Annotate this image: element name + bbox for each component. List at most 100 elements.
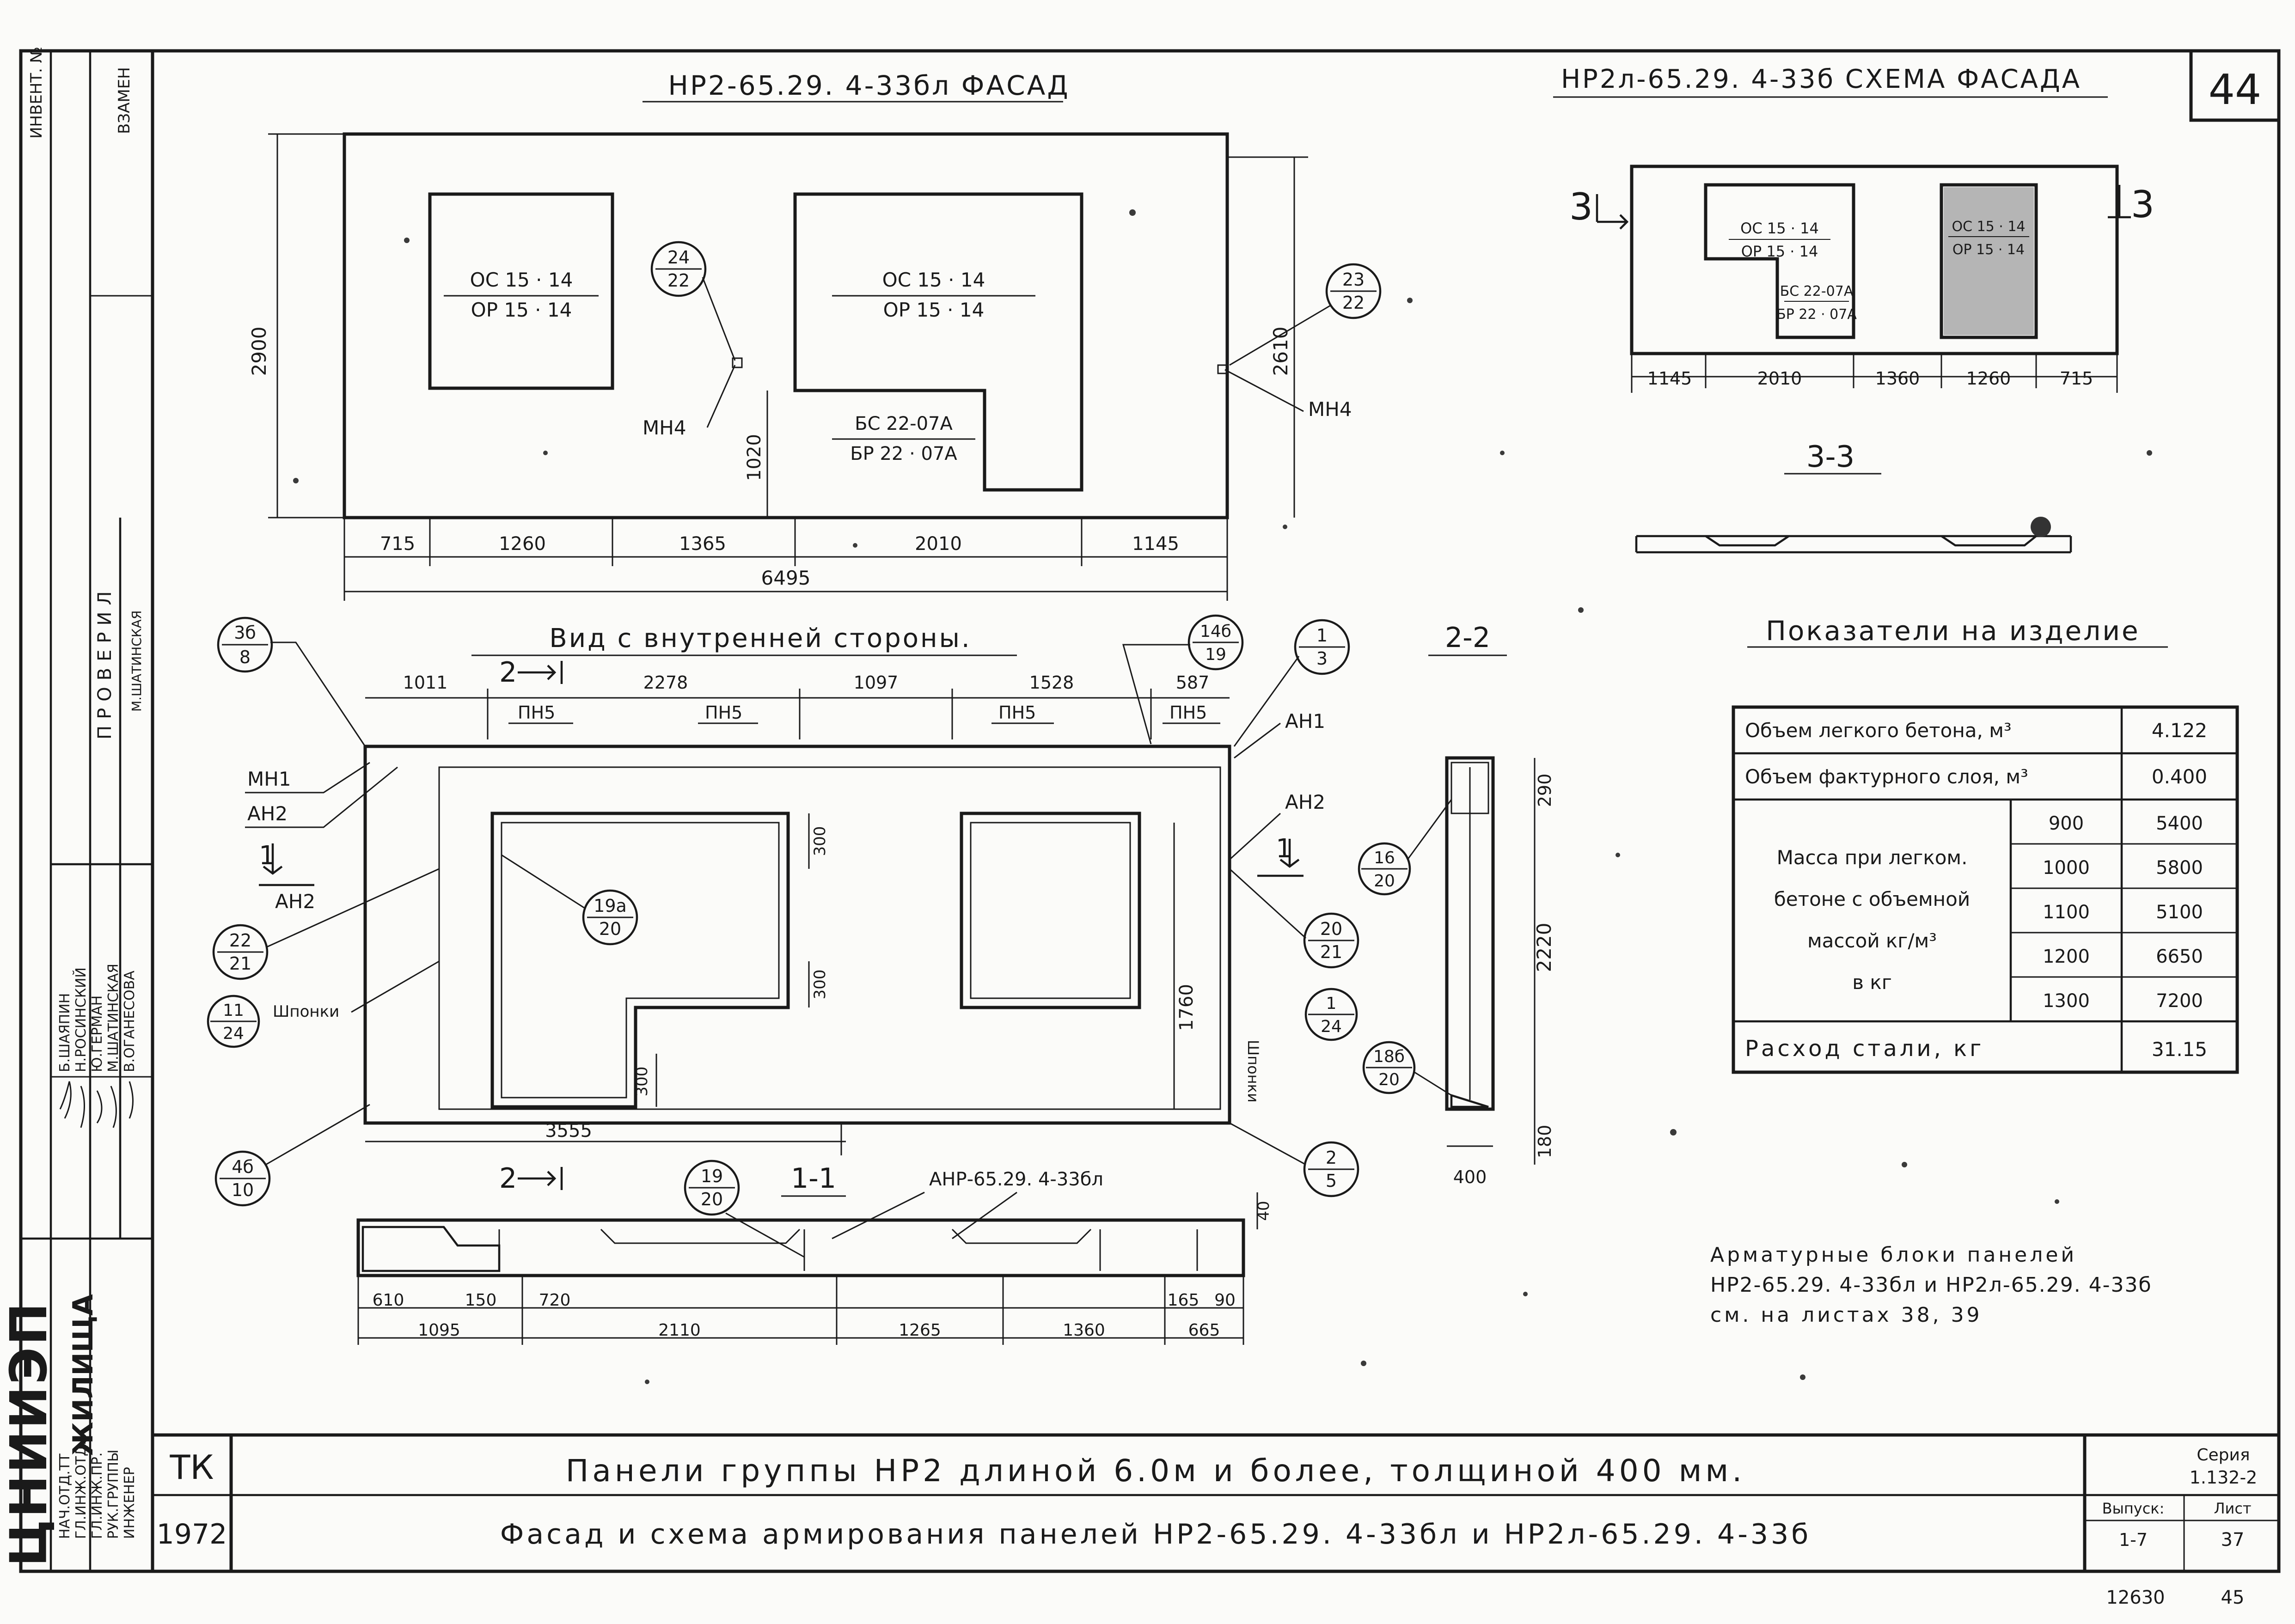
facade-window-1-top: ОС 15 · 14	[470, 269, 573, 291]
scheme-dim-4: 715	[2060, 368, 2093, 389]
stamp-name-2: Ю.ГЕРМАН	[89, 995, 105, 1072]
callout-c4-top: 22	[229, 930, 251, 951]
section-22-dim-1: 2220	[1533, 923, 1555, 972]
callout-c3: 1 3	[1233, 619, 1350, 747]
callout-c2: 14б 19	[1122, 614, 1244, 745]
section-11-dim-top-0: 610	[373, 1291, 404, 1310]
leader-line	[706, 365, 736, 428]
stamp-name-4: В.ОГАНЕСОВА	[122, 971, 138, 1072]
callout-c4-bottom: 21	[229, 953, 251, 974]
callout-c7: 19а 20	[501, 854, 638, 946]
callout-c10-top: 2	[1326, 1148, 1337, 1168]
scheme-door-a-bottom: БР 22 · 07А	[1776, 306, 1857, 323]
inner-pn-1: ПН5	[705, 702, 742, 723]
callout-a	[650, 241, 707, 297]
facade-dim-door: 1020	[744, 434, 765, 481]
section-11-dim-top-4: 90	[1214, 1291, 1236, 1310]
callout-b	[1325, 263, 1382, 319]
logo-text: ЦНИИЭП	[0, 1301, 58, 1567]
inner-cut2-top: 2	[499, 656, 517, 689]
inner-dim-top-3: 1528	[1029, 672, 1074, 693]
inner-cut2-bottom: 2	[499, 1162, 517, 1195]
facade-panel	[343, 132, 1229, 519]
cut-arrow	[2108, 185, 2131, 219]
callout-c5-top: 11	[223, 1001, 244, 1020]
callout-c7-bottom: 20	[599, 919, 621, 939]
inner-left-an2-b: АН2	[275, 890, 315, 913]
scheme-dim-3: 1260	[1966, 368, 2011, 389]
callout-c2-bottom: 19	[1205, 645, 1226, 664]
stamp-role-4: ИНЖЕНЕР	[122, 1467, 138, 1539]
inner-dim-top-4: 587	[1176, 672, 1210, 693]
cut-arrow	[518, 661, 563, 684]
inner-dim-top-0: 1011	[403, 672, 448, 693]
facade-dim-bottom-0: 715	[380, 533, 415, 555]
mass-value-1: 5800	[2156, 857, 2203, 879]
stamp-replace-label: ВЗАМЕН	[115, 67, 134, 134]
mass-density-2: 1100	[2043, 902, 2090, 923]
section-11-dim-bottom-1: 2110	[658, 1321, 701, 1340]
facade-left-mark: МН4	[643, 416, 686, 439]
inner-dim-vert-1: 300	[811, 970, 829, 1000]
sheet-label: Лист	[2214, 1500, 2251, 1517]
inner-pn-0: ПН5	[518, 702, 555, 723]
sheet-number-box	[2189, 49, 2281, 122]
mass-density-0: 900	[2049, 813, 2084, 834]
callout-22a: 16 20	[1358, 799, 1452, 896]
scheme-window-b	[1940, 183, 2038, 339]
indicators-title: Показатели на изделие	[1766, 615, 2140, 647]
section-22-dim-0: 290	[1535, 774, 1555, 807]
cut-arrow	[1596, 194, 1629, 230]
facade-dim-bottom-3: 2010	[915, 533, 962, 555]
inner-panel	[363, 745, 1231, 1125]
leader-line	[1224, 369, 1304, 412]
inner-pn-2: ПН5	[998, 702, 1036, 723]
callout-c2-top: 14б	[1200, 622, 1231, 641]
stamp-role-2: ГЛ.ИНЖ.ПР.	[89, 1453, 105, 1539]
callout-c3-bottom: 3	[1316, 648, 1328, 669]
leader-line	[245, 762, 398, 828]
section-11-dim-bottom-4: 665	[1188, 1321, 1220, 1340]
leader-line	[702, 277, 736, 361]
cut-arrow	[1257, 839, 1304, 877]
scheme-dim-0: 1145	[1647, 368, 1692, 389]
indicators-table	[1732, 705, 2239, 1074]
section-22-dim-3: 400	[1453, 1167, 1487, 1187]
inventory-number: 12630	[2106, 1587, 2165, 1608]
scheme-panel	[1630, 165, 2119, 355]
inner-pn-3: ПН5	[1169, 702, 1207, 723]
mass-value-0: 5400	[2156, 813, 2203, 834]
facade-window-2-bottom: ОР 15 · 14	[883, 299, 985, 321]
callout-c8-bottom: 21	[1320, 942, 1342, 962]
facade-window-1-bottom: ОР 15 · 14	[471, 299, 572, 321]
scheme-cut-right: 3	[2131, 183, 2154, 226]
inner-window-door	[490, 812, 790, 1109]
facade-dim-right: 2610	[1269, 327, 1292, 376]
inner-right-an2: АН2	[1285, 791, 1325, 813]
mass-label-3: в кг	[1852, 971, 1892, 994]
org-name: ЖИЛИЩА	[67, 1294, 99, 1456]
callout-22b: 18б 20	[1362, 1041, 1452, 1096]
callout-a-top: 24	[667, 247, 690, 268]
steel-value: 31.15	[2152, 1038, 2207, 1061]
scheme-title: НР2л-65.29. 4-33б СХЕМА ФАСАДА	[1561, 64, 2081, 94]
callout-c10: 2 5	[1229, 1122, 1359, 1197]
inner-window-2-inner	[970, 822, 1131, 999]
section-11-left-detail	[361, 1226, 501, 1272]
section-11-dim-side: 40	[1255, 1201, 1273, 1221]
facade-window-door-2	[793, 192, 1083, 492]
section-11-label: 1-1	[791, 1162, 836, 1195]
callout-c7-top: 19а	[594, 896, 627, 916]
sheet-number: 44	[2209, 66, 2262, 114]
facade-dim-bottom-2: 1365	[679, 533, 726, 555]
section-22-dim-2: 180	[1535, 1125, 1555, 1159]
facade-window-1	[428, 192, 614, 390]
indicator-row-1-label: Объем фактурного слоя, м³	[1745, 765, 2028, 788]
leader-line	[1229, 722, 1281, 861]
stamp-role-3: РУК.ГРУППЫ	[105, 1450, 122, 1539]
callout-c6: 4б 10	[214, 1104, 370, 1207]
mass-value-4: 7200	[2156, 990, 2203, 1012]
inner-dim-top-1: 2278	[643, 672, 688, 693]
